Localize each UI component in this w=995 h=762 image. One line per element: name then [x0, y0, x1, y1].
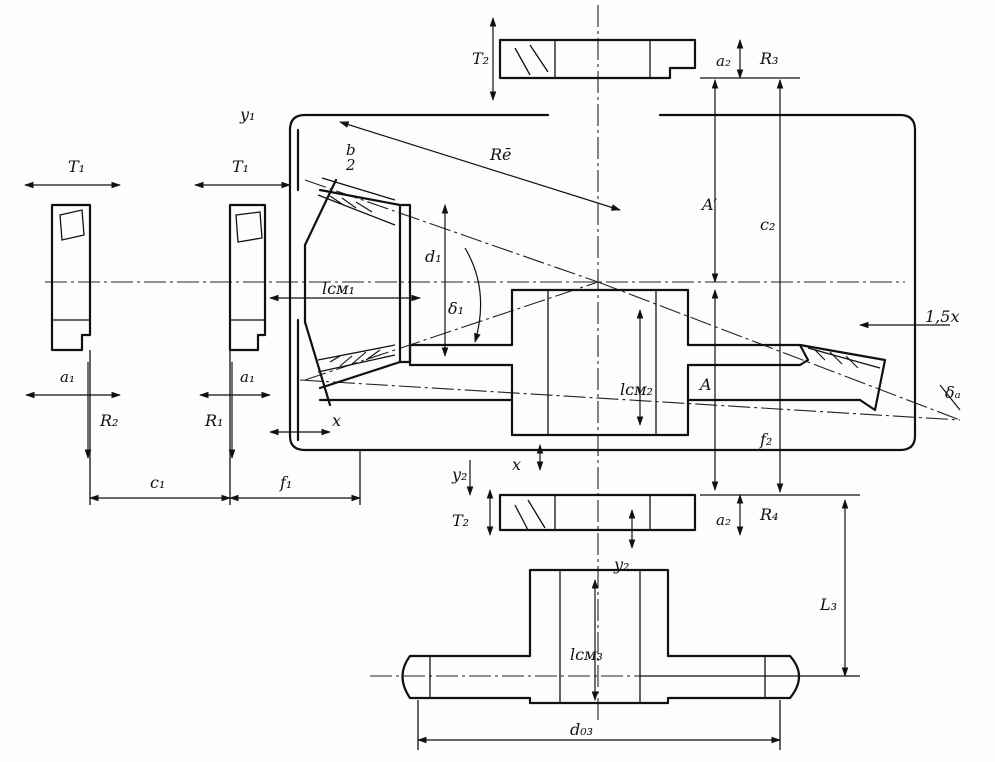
- label-f2: f₂: [759, 430, 772, 449]
- left-bearing-b: [228, 203, 267, 352]
- label-x-left: x: [332, 411, 341, 430]
- label-c1: c₁: [150, 473, 165, 492]
- label-d1: d₁: [425, 247, 442, 266]
- bottom-shaft-view: [498, 493, 697, 532]
- label-a1-mid: a₁: [240, 368, 255, 386]
- label-b: b: [346, 141, 356, 159]
- label-Re: Rē: [489, 145, 512, 164]
- label-R3: R₃: [759, 49, 778, 68]
- label-T2: T₂: [472, 49, 489, 68]
- label-a1-left: a₁: [60, 368, 75, 386]
- label-y2-a: y₂: [451, 465, 467, 484]
- label-R4: R₄: [759, 505, 778, 524]
- label-c2: c₂: [760, 215, 775, 234]
- label-a2-bottom: a₂: [716, 511, 731, 529]
- label-y2-b: y₂: [613, 555, 629, 574]
- label-x-mid: x: [512, 455, 521, 474]
- label-a2-top: a₂: [716, 52, 731, 70]
- label-R1: R₁: [204, 411, 223, 430]
- label-A-prime: A′: [700, 195, 718, 214]
- label-f1: f₁: [279, 473, 292, 492]
- label-dd3: d₀₃: [570, 720, 593, 739]
- output-shaft: [401, 568, 801, 705]
- dimension-lines: [24, 17, 961, 750]
- top-shaft-view: [498, 38, 697, 80]
- label-y1: y₁: [239, 105, 255, 124]
- label-R2: R₂: [99, 411, 118, 430]
- label-T1-mid: T₁: [232, 157, 249, 176]
- label-lcm1: lᴄᴍ₁: [322, 279, 355, 298]
- label-delta1: δ₁: [448, 299, 464, 318]
- label-L3: L₃: [819, 595, 837, 614]
- dimension-labels: T₂ a₂ R₃ y₁ b 2 Rē T₁ T₁ A′ c₂ d₁ lᴄᴍ₁ δ…: [60, 49, 961, 739]
- label-two: 2: [345, 156, 356, 174]
- label-1-5x: 1,5x: [925, 307, 959, 326]
- label-A: A: [698, 375, 712, 394]
- label-delta-a: δₐ: [945, 383, 961, 402]
- bevel-pinion: [303, 177, 412, 407]
- label-T2-bottom: T₂: [452, 511, 469, 530]
- label-T1-left: T₁: [68, 157, 85, 176]
- housing-outline: [288, 113, 917, 452]
- left-bearing-a: [50, 203, 92, 352]
- gear-wheel-hub: [318, 288, 887, 437]
- label-lcm3: lᴄᴍ₃: [570, 645, 603, 664]
- label-lcm2: lᴄᴍ₂: [620, 380, 653, 399]
